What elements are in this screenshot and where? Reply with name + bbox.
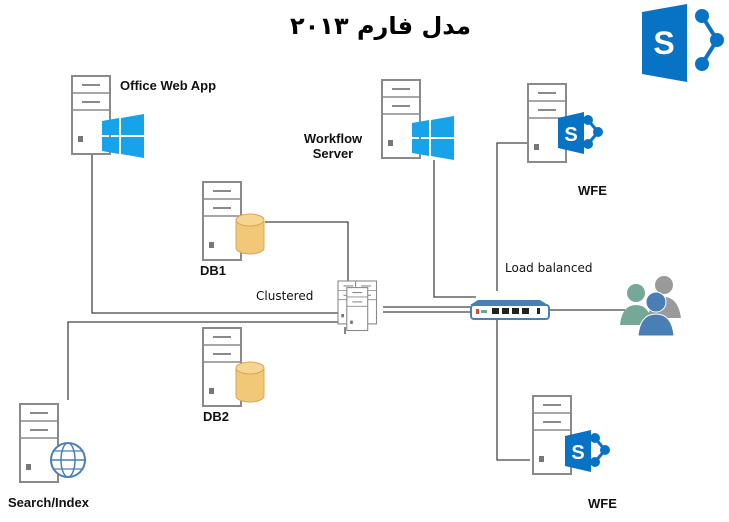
load-balancer-switch [470, 300, 550, 320]
db1-label: DB1 [200, 263, 227, 278]
workflow-label-line1: Workflow [303, 131, 363, 146]
wfe-bottom-server [532, 395, 612, 475]
db2-server [202, 327, 265, 407]
clustered-label: Clustered [256, 289, 314, 303]
sharepoint-logo: S [642, 4, 724, 82]
office-web-app-label: Office Web App [120, 78, 217, 93]
load-balanced-label: Load balanced [505, 261, 593, 275]
search-index-label: Search/Index [8, 495, 89, 510]
wfe-bottom-label: WFE [588, 496, 617, 511]
workflow-label-line2: Server [312, 146, 354, 161]
users-icon [620, 276, 681, 337]
sharepoint-icon [556, 110, 605, 156]
svg-text:S: S [653, 25, 674, 61]
cluster-servers [337, 280, 378, 332]
search-index-server [19, 403, 86, 483]
globe-icon [50, 442, 86, 478]
database-icon [235, 361, 265, 403]
workflow-server [381, 79, 454, 160]
workflow-server-label: Workflow Server [300, 131, 366, 161]
page-title: مدل فارم ۲۰۱۳ [290, 12, 471, 40]
wfe-top-label: WFE [578, 183, 607, 198]
database-icon [235, 213, 265, 255]
connection-lines [67, 142, 625, 461]
wfe-top-server [527, 83, 605, 163]
db2-label: DB2 [203, 409, 230, 424]
db1-server [202, 181, 265, 261]
sharepoint-icon [563, 428, 612, 474]
